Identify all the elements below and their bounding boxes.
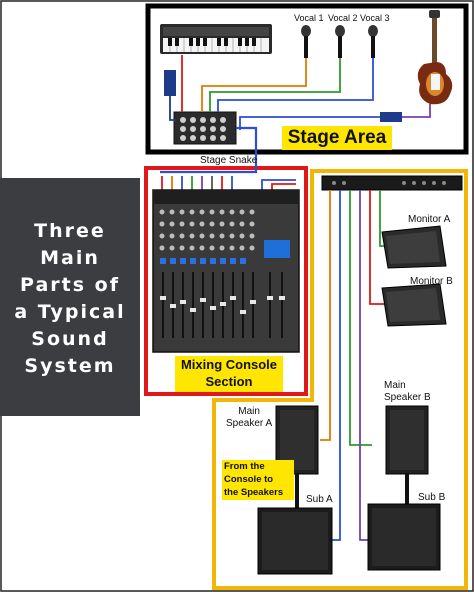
sub-a-label: Sub A: [306, 494, 333, 505]
di-box-icon-right: [380, 112, 402, 122]
mixing-console-label-line-1: Mixing Console: [180, 357, 278, 372]
title-line-1: Three: [34, 220, 106, 242]
title-line-2: Main: [40, 247, 100, 269]
title-line-5: Sound: [31, 328, 109, 350]
title-line-6: System: [24, 355, 116, 377]
speaker-pole-a: [295, 474, 299, 508]
mixing-console-label-line-2: Section: [205, 374, 253, 389]
vocal-3-label: Vocal 3: [360, 13, 390, 23]
sub-b-icon: [367, 503, 441, 571]
vocal-1-label: Vocal 1: [294, 13, 324, 23]
vocal-2-label: Vocal 2: [328, 13, 358, 23]
console-to-speakers-line-1: From the: [224, 461, 265, 472]
mixing-console-box: [144, 166, 308, 396]
main-speaker-a-line-2: Speaker A: [226, 418, 273, 429]
title-line-4: a Typical: [14, 301, 126, 323]
stage-snake-label: Stage Snake: [200, 155, 258, 166]
main-speaker-b-label: Main Speaker B: [384, 380, 431, 404]
microphone-icon-1: [301, 25, 311, 58]
guitar-icon: [417, 10, 453, 105]
monitor-b-icon: [381, 283, 447, 327]
monitor-b-label: Monitor B: [410, 276, 453, 287]
console-to-speakers-line-3: the Speakers: [224, 487, 284, 498]
stage-area-label: Stage Area: [282, 126, 392, 150]
sub-b-label: Sub B: [418, 492, 446, 503]
sidebar-title-panel: Three Main Parts of a Typical Sound Syst…: [0, 178, 140, 416]
console-to-speakers-line-2: Console to: [224, 474, 274, 485]
main-speaker-b-line-1: Main: [384, 380, 406, 391]
monitor-a-icon: [381, 225, 447, 269]
title-line-3: Parts of: [20, 274, 120, 296]
main-speaker-a-label: Main Speaker A: [226, 406, 272, 430]
main-speaker-b-line-2: Speaker B: [384, 392, 431, 403]
console-input-cables: [161, 176, 233, 190]
main-speaker-a-line-1: Main: [238, 406, 260, 417]
monitor-a-label: Monitor A: [408, 214, 451, 225]
speakers-box: [212, 169, 468, 590]
main-speaker-b-icon: [385, 405, 429, 475]
stage-box-icon: [173, 111, 237, 145]
microphone-icon-3: [368, 25, 378, 58]
stage-cables: [169, 55, 431, 130]
mixing-console-icon: [152, 189, 300, 353]
main-speaker-cables: [320, 190, 372, 541]
keyboard-icon: [160, 24, 272, 54]
equalizer-rack-icon: [321, 175, 463, 191]
console-to-speakers-label: From the Console to the Speakers: [222, 460, 294, 500]
stage-snake-cable: [160, 126, 258, 174]
microphone-icon-2: [335, 25, 345, 58]
di-box-icon-left: [164, 70, 176, 96]
console-output-cables: [261, 179, 296, 190]
sub-a-icon: [257, 507, 333, 575]
mixing-console-label: Mixing Console Section: [175, 356, 283, 392]
speaker-pole-b: [405, 474, 409, 504]
